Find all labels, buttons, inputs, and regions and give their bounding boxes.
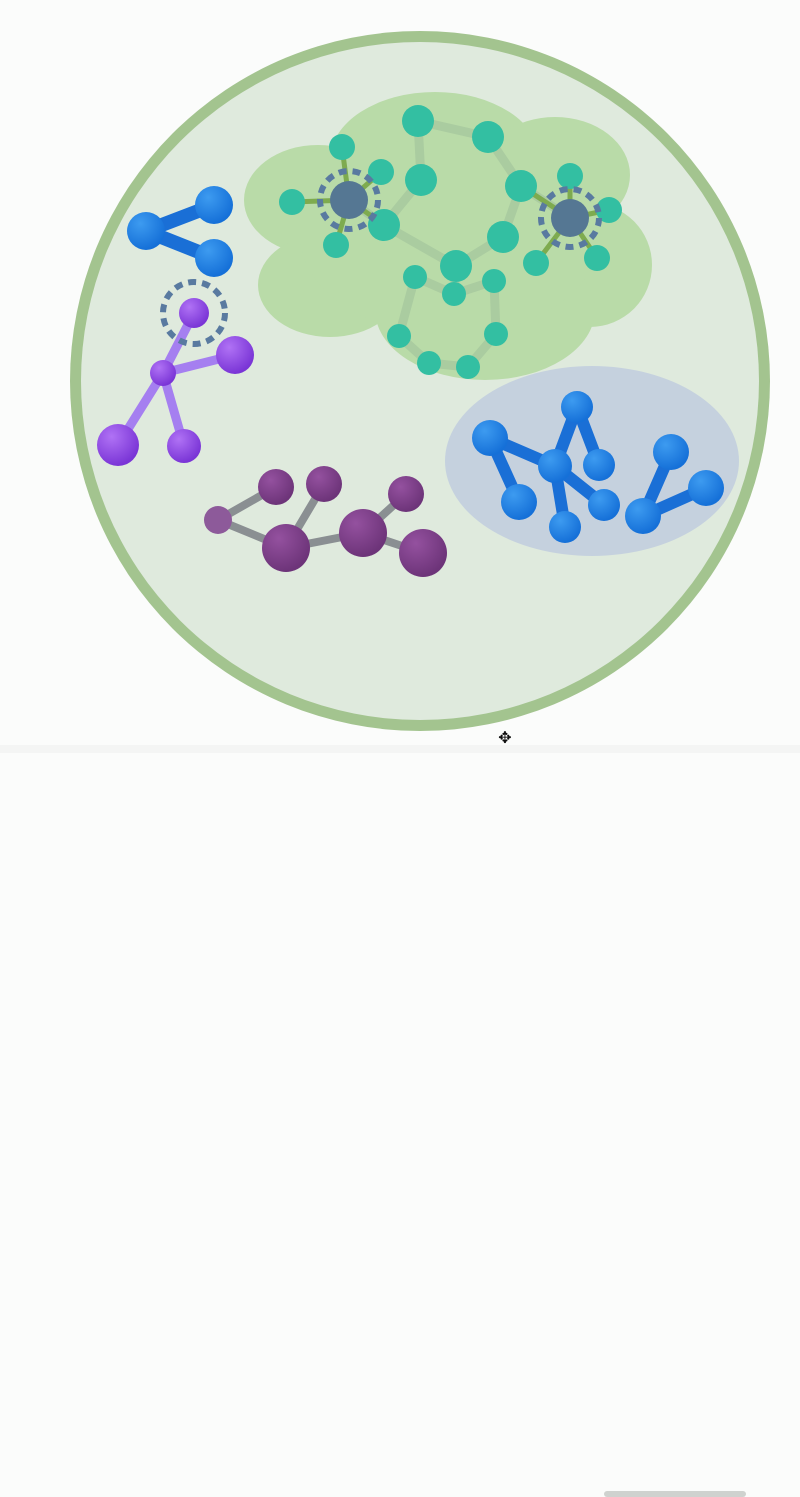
violet-molecule	[97, 279, 254, 466]
blue-chain-molecule	[625, 434, 724, 534]
teal-node	[387, 324, 411, 348]
teal-node	[323, 232, 349, 258]
teal-node	[440, 250, 472, 282]
teal-node	[442, 282, 466, 306]
teal-node	[523, 250, 549, 276]
teal-node	[505, 170, 537, 202]
teal-node	[482, 269, 506, 293]
teal-node	[456, 355, 480, 379]
teal-node	[279, 189, 305, 215]
move-cursor-icon: ✥	[498, 728, 512, 747]
teal-nodes	[279, 105, 622, 379]
teal-node	[368, 159, 394, 185]
blue-fork-molecule	[127, 186, 233, 277]
horizontal-scrollbar[interactable]	[0, 745, 800, 1497]
hub-right	[538, 186, 602, 250]
teal-node	[405, 164, 437, 196]
plum-molecule	[204, 466, 447, 577]
teal-node	[417, 351, 441, 375]
teal-node	[403, 265, 427, 289]
scrollbar-thumb[interactable]	[604, 1491, 746, 1497]
teal-node	[584, 245, 610, 271]
blue-cluster-molecule	[472, 391, 620, 543]
hub-left	[317, 168, 381, 232]
teal-node	[557, 163, 583, 189]
green-cloud-region	[244, 92, 652, 380]
teal-node	[484, 322, 508, 346]
teal-node	[487, 221, 519, 253]
teal-node	[329, 134, 355, 160]
cell-diagram	[70, 31, 770, 731]
teal-node	[402, 105, 434, 137]
teal-node	[596, 197, 622, 223]
teal-node	[472, 121, 504, 153]
